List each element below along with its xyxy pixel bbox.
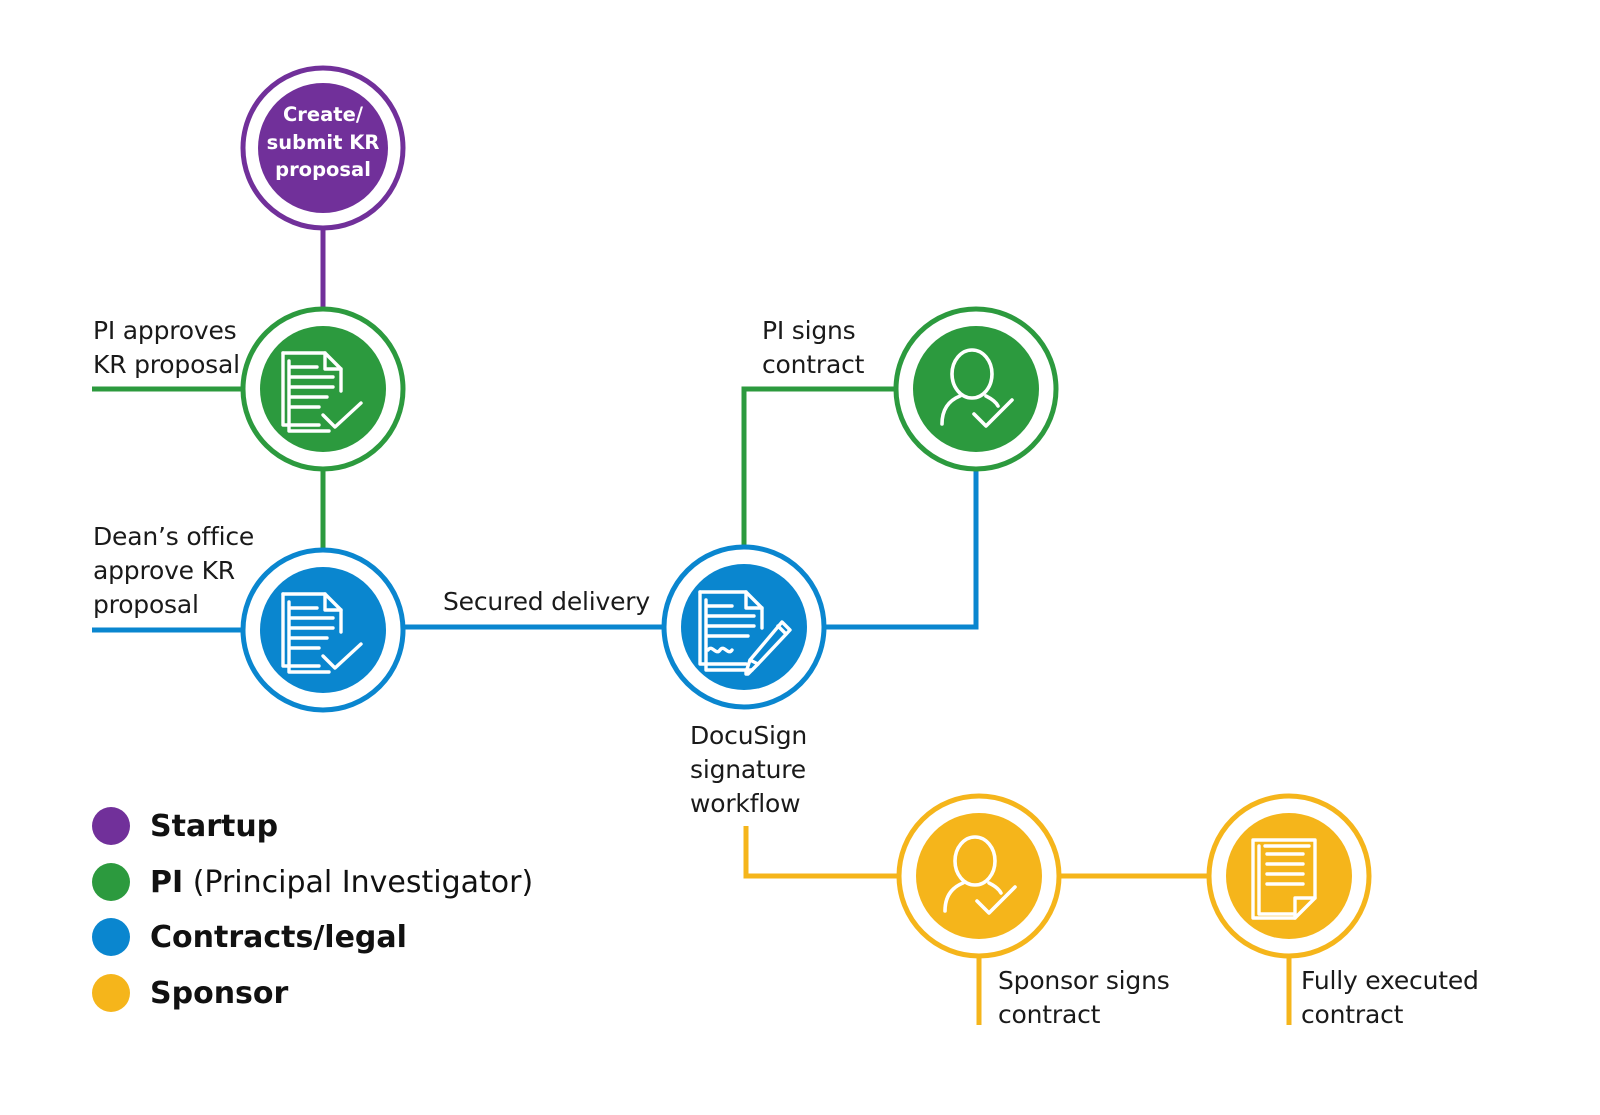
node-create-label: Create/ submit KR proposal (266, 103, 380, 181)
legend-item-startup: Startup (92, 806, 278, 846)
node-pi-signs (893, 306, 1059, 472)
connector-pi-signs-to-docusign (823, 468, 979, 630)
connector-docusign-to-sponsor (743, 826, 899, 879)
legend-item-sponsor: Sponsor (92, 973, 288, 1013)
connector-docusign-to-pi-signs (741, 386, 898, 548)
node-docusign (661, 544, 827, 710)
label-executed: Fully executed contract (1301, 966, 1479, 1029)
legend-item-pi: PI (Principal Investigator) (92, 862, 533, 902)
legend-label-sponsor: Sponsor (150, 975, 289, 1011)
legend-label-startup: Startup (150, 808, 279, 844)
label-dean-approves: Dean’s office approve KR proposal (93, 522, 255, 619)
label-docusign: DocuSign signature workflow (690, 721, 808, 818)
label-pi-approves: PI approves KR proposal (93, 316, 240, 379)
node-pi-approves (240, 306, 406, 472)
node-executed (1206, 793, 1372, 959)
node-create-proposal (240, 65, 406, 231)
label-sponsor-signs: Sponsor signs contract (998, 966, 1170, 1029)
label-secured-delivery: Secured delivery (443, 587, 650, 616)
legend-swatch-pi (92, 863, 130, 901)
legend-label-contracts: Contracts/legal (150, 919, 407, 955)
node-dean-approves (240, 547, 406, 713)
legend-label-pi: PI (Principal Investigator) (150, 864, 534, 900)
label-pi-signs: PI signs contract (762, 316, 865, 379)
legend-swatch-sponsor (92, 974, 130, 1012)
legend-swatch-startup (92, 807, 130, 845)
node-sponsor-signs (896, 793, 1062, 959)
legend-item-contracts: Contracts/legal (92, 917, 407, 957)
legend-swatch-contracts (92, 918, 130, 956)
